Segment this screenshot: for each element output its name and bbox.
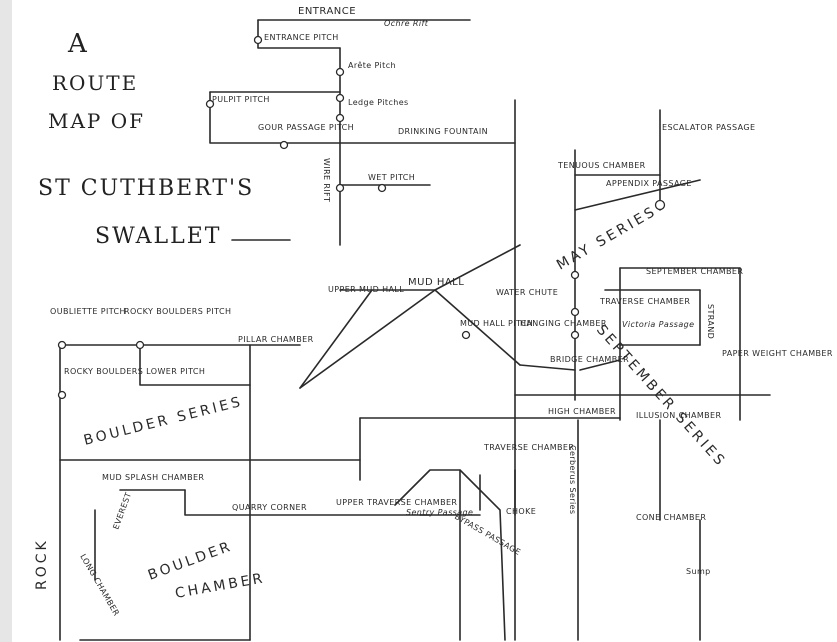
bridge-chamber-label: BRIDGE CHAMBER <box>550 355 629 364</box>
traverse-chamber-victoria-label: TRAVERSE CHAMBER <box>599 297 690 306</box>
mud-splash-chamber-label: MUD SPLASH CHAMBER <box>102 473 204 482</box>
september-chamber-label: SEPTEMBER CHAMBER <box>646 267 743 276</box>
cone-chamber-label: CONE CHAMBER <box>636 513 706 522</box>
pitch-marker <box>335 113 345 123</box>
wet-pitch-label: WET PITCH <box>368 173 415 182</box>
escalator-passage-label: ESCALATOR PASSAGE <box>662 123 755 132</box>
mud-hall-pitch-label: MUD HALL PITCH <box>460 319 533 328</box>
drinking-fountain-label: DRINKING FOUNTAIN <box>398 127 488 136</box>
pillar-chamber-label: PILLAR CHAMBER <box>238 335 314 344</box>
pitch-marker <box>253 35 263 45</box>
rocky-boulders-pitch-label: ROCKY BOULDERS PITCH <box>124 307 231 316</box>
pitch-marker <box>570 270 580 280</box>
pitch-marker <box>335 183 345 193</box>
hanging-chamber-label: HANGING CHAMBER <box>520 319 607 328</box>
long-chamber-label: LONG CHAMBER <box>78 553 121 618</box>
title-line: MAP OF <box>48 109 145 133</box>
pitch-markers <box>57 35 666 400</box>
pitch-marker <box>135 340 145 350</box>
pitch-marker <box>57 340 67 350</box>
illusion-chamber-label: ILLUSION CHAMBER <box>636 411 722 420</box>
pitch-marker <box>654 199 666 211</box>
pitch-marker <box>205 99 215 109</box>
pitch-marker <box>461 330 471 340</box>
quarry-corner-label: QUARRY CORNER <box>232 503 307 512</box>
everest-label: EVEREST <box>111 491 133 531</box>
may-series-label: MAY SERIES <box>554 203 660 273</box>
tenuous-chamber-label: TENUOUS CHAMBER <box>557 161 646 170</box>
pitch-marker <box>570 307 580 317</box>
boulder-chamber-label-2: CHAMBER <box>174 570 267 602</box>
oubliette-pitch-label: OUBLIETTE PITCH <box>50 307 126 316</box>
pulpit-pitch-label: PULPIT PITCH <box>212 95 270 104</box>
passage-lines <box>59 19 771 641</box>
title-line: ST CUTHBERT'S <box>38 176 254 201</box>
map-labels: ENTRANCE Ochre Rift ENTRANCE PITCH Arête… <box>34 6 833 618</box>
pitch-marker <box>279 140 289 150</box>
high-chamber-label: HIGH CHAMBER <box>548 407 616 416</box>
mud-hall-label: MUD HALL <box>408 277 464 288</box>
map-title: A ROUTE MAP OF ST CUTHBERT'S SWALLET <box>38 29 291 249</box>
rocky-boulders-lower-pitch-label: ROCKY BOULDERS LOWER PITCH <box>64 367 205 376</box>
entrance-pitch-label: ENTRANCE PITCH <box>264 33 339 42</box>
title-line: A <box>67 29 89 59</box>
upper-traverse-chamber-label: UPPER TRAVERSE CHAMBER <box>336 498 457 507</box>
paper-weight-chamber-label: PAPER WEIGHT CHAMBER <box>722 349 833 358</box>
strand-label: STRAND <box>706 304 715 339</box>
entrance-label: ENTRANCE <box>298 6 356 17</box>
rock-label: ROCK <box>34 538 50 590</box>
pitch-marker <box>335 93 345 103</box>
bypass-passage-label: BYPASS PASSAGE <box>453 512 522 557</box>
wire-rift-label: WIRE RIFT <box>322 158 331 202</box>
title-line: ROUTE <box>52 71 138 95</box>
scan-edge <box>0 0 12 642</box>
ledge-pitches-label: Ledge Pitches <box>348 98 409 107</box>
water-chute-label: WATER CHUTE <box>496 288 558 297</box>
pitch-marker <box>570 330 580 340</box>
pitch-marker <box>377 183 387 193</box>
choke-label: CHOKE <box>506 507 536 516</box>
appendix-passage-label: APPENDIX PASSAGE <box>606 179 692 188</box>
sump-label: Sump <box>686 567 711 576</box>
traverse-chamber-label: TRAVERSE CHAMBER <box>483 443 574 452</box>
gour-passage-pitch-label: GOUR PASSAGE PITCH <box>258 123 354 132</box>
upper-mud-hall-label: UPPER MUD HALL <box>328 285 404 294</box>
pitch-marker <box>335 67 345 77</box>
pitch-marker <box>57 390 67 400</box>
sentry-passage-label: Sentry Passage <box>406 508 473 517</box>
title-line: SWALLET <box>95 224 221 249</box>
cerberus-series-label: Cerberus Series <box>568 445 577 514</box>
boulder-series-label: BOULDER SERIES <box>82 394 245 449</box>
ochre-rift-label: Ochre Rift <box>384 19 429 28</box>
victoria-passage-label: Victoria Passage <box>622 320 694 329</box>
arete-pitch-label: Arête Pitch <box>348 60 396 70</box>
